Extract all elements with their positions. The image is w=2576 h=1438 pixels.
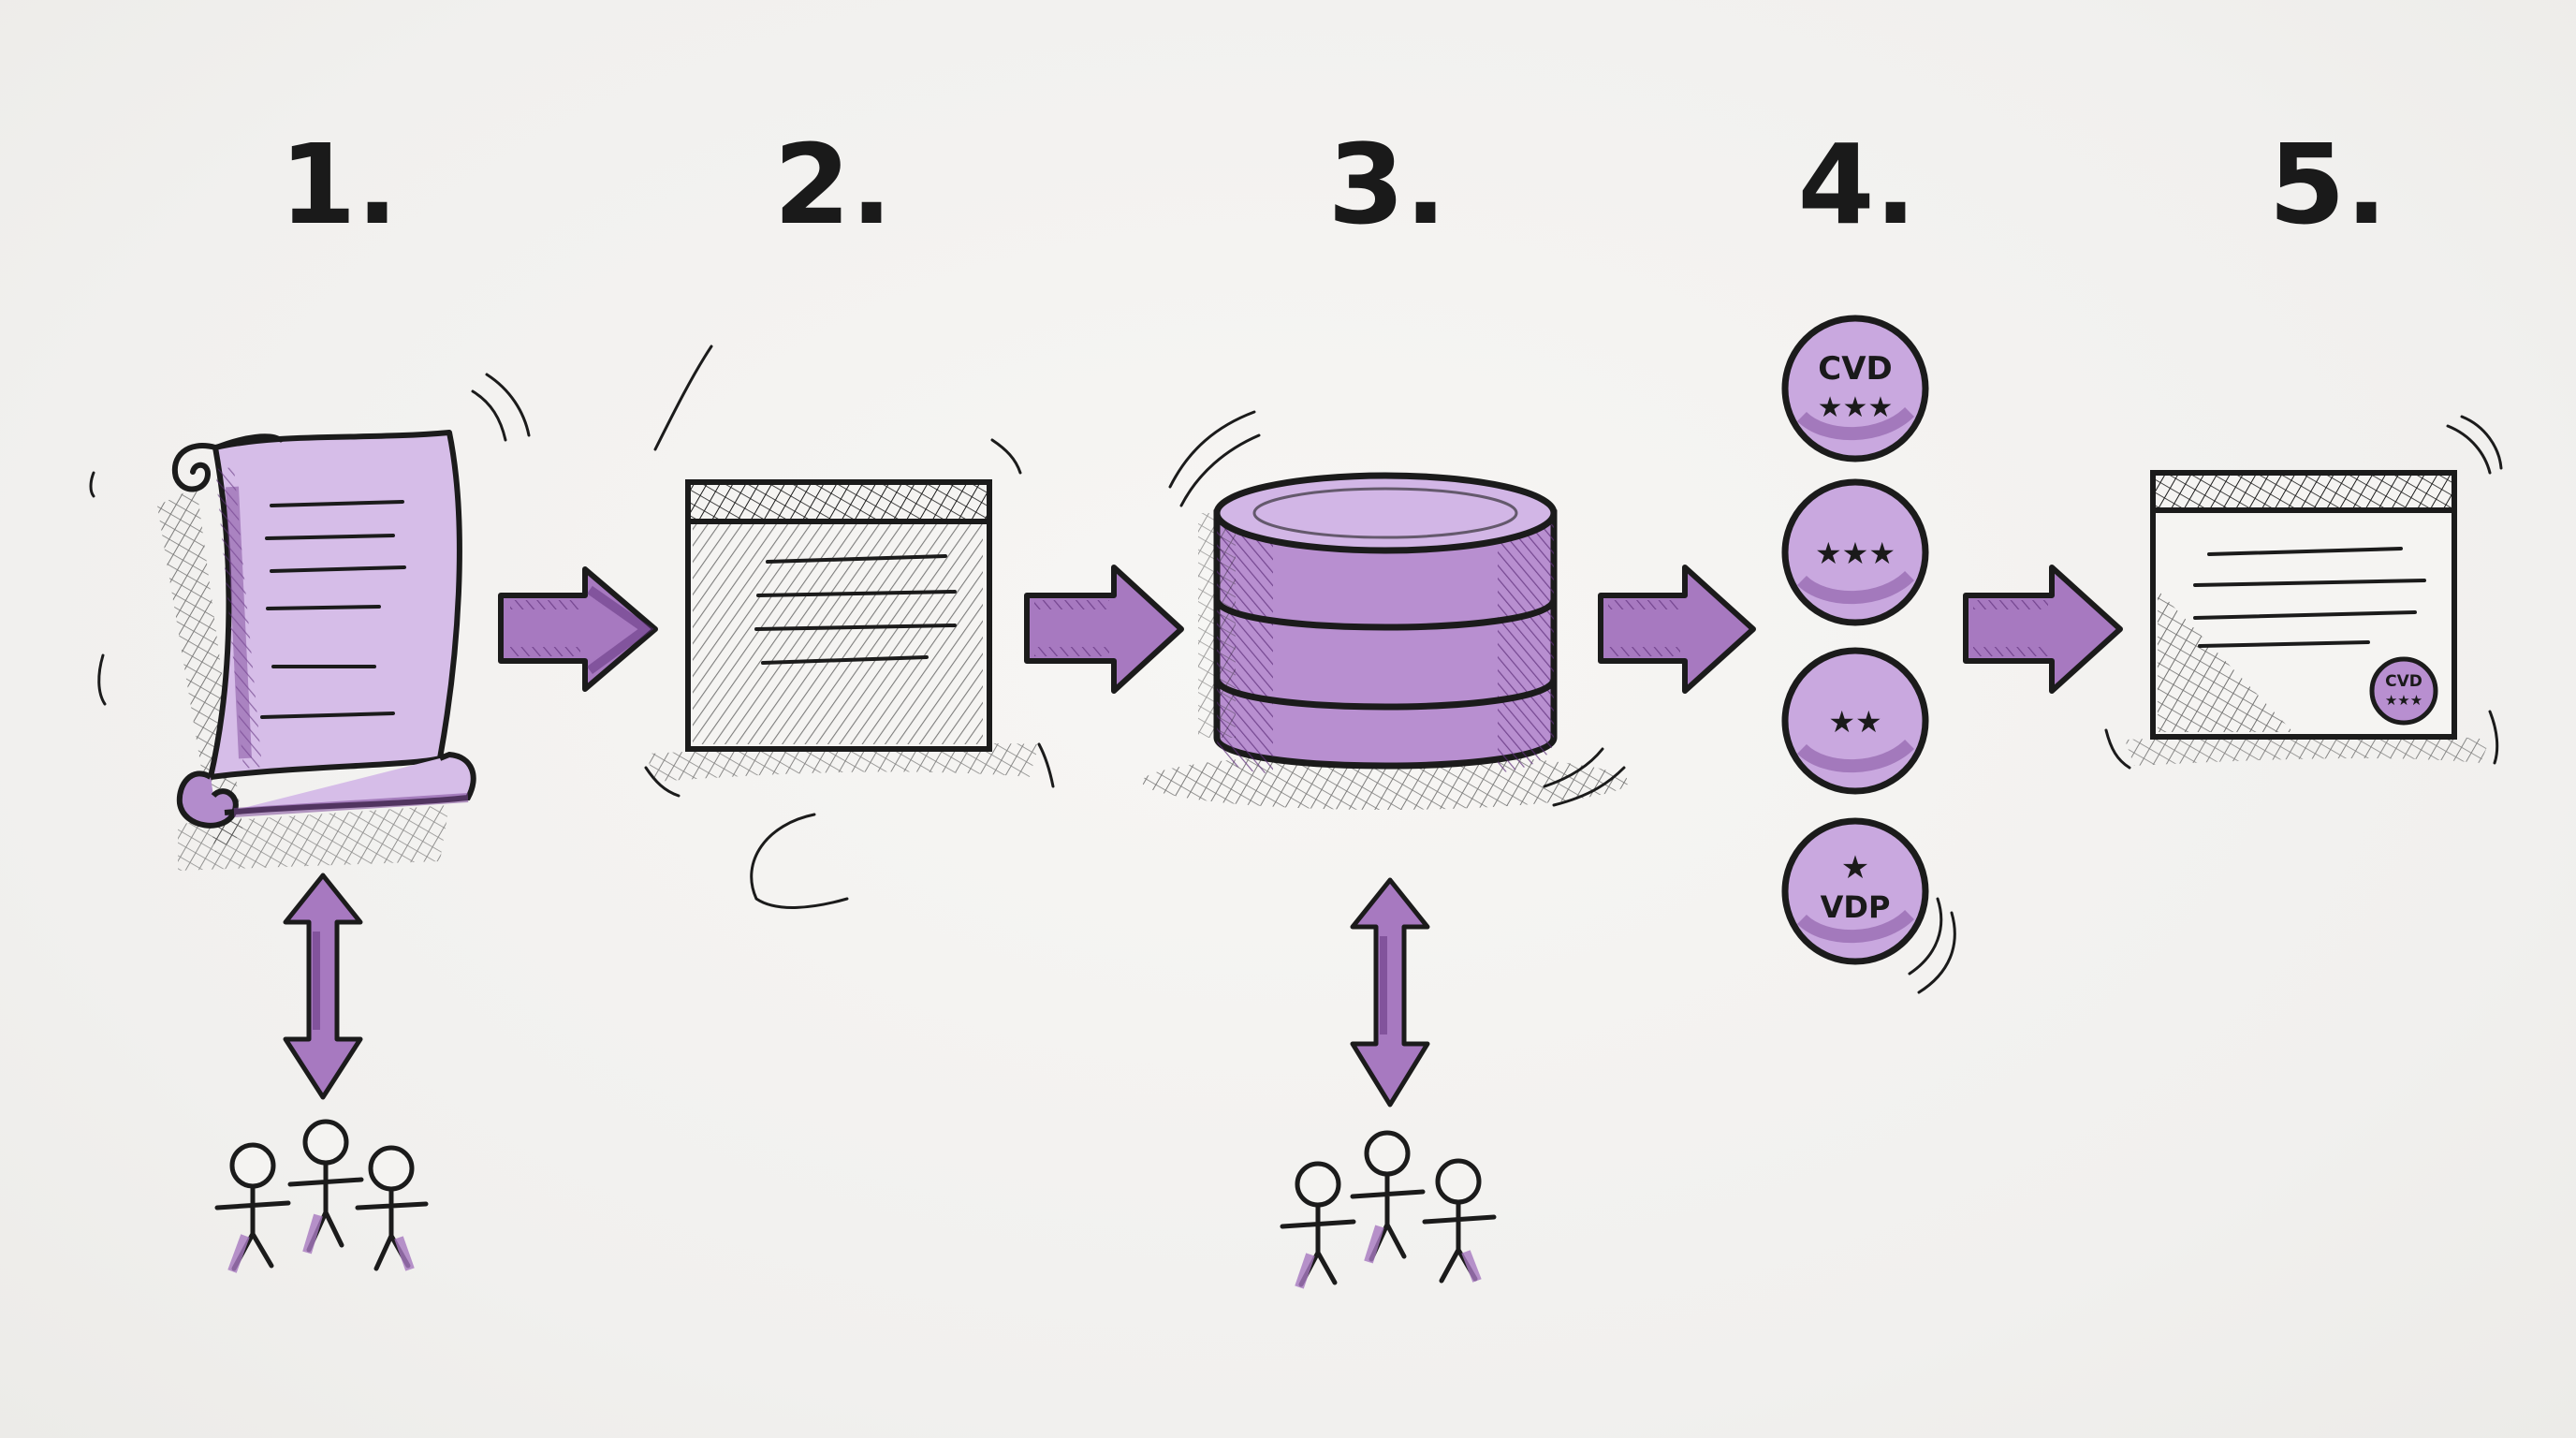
- badge-1-top-text: CVD: [1818, 350, 1893, 388]
- rating-badge: CVD ★★★: [1781, 315, 1929, 462]
- step-number-1: 1.: [280, 120, 399, 249]
- seal-stars: ★★★: [2385, 692, 2422, 709]
- badge-1-stars: ★★★: [1818, 391, 1894, 424]
- flow-arrow-1-to-2: [498, 566, 658, 692]
- badge-4-star: ★: [1841, 849, 1869, 887]
- rating-badge: ★ VDP: [1781, 817, 1929, 965]
- bidirectional-arrow-step-1: [283, 873, 363, 1100]
- step-number-2: 2.: [774, 120, 893, 249]
- step-number-3: 3.: [1328, 120, 1447, 249]
- person-icon: [1350, 1130, 1426, 1264]
- person-icon: [214, 1142, 291, 1273]
- flow-arrow-3-to-4: [1598, 565, 1756, 694]
- badge-3-stars: ★★: [1828, 704, 1881, 740]
- badge-2-stars: ★★★: [1815, 536, 1895, 571]
- flow-arrow-2-to-3: [1024, 565, 1184, 694]
- seal-top-text: CVD: [2385, 672, 2422, 691]
- step-number-4: 4.: [1798, 120, 1917, 249]
- person-icon: [355, 1145, 429, 1271]
- person-icon: [1280, 1161, 1356, 1289]
- rating-badge: ★★: [1781, 647, 1929, 795]
- people-group-step-3: [1280, 1130, 1497, 1289]
- database-cylinder-icon: [1142, 410, 1629, 810]
- flow-arrow-4-to-5: [1963, 565, 2123, 694]
- person-icon: [287, 1119, 364, 1255]
- rating-badges-icon: CVD ★★★ ★★★ ★★ ★ VDP: [1781, 315, 1956, 994]
- badge-4-text: VDP: [1821, 889, 1891, 925]
- approval-seal-icon: CVD ★★★: [2369, 656, 2438, 726]
- step-number-5: 5.: [2269, 120, 2388, 249]
- person-icon: [1422, 1158, 1497, 1284]
- window-with-seal-icon: CVD ★★★: [2104, 415, 2503, 770]
- step-numbers: 1. 2. 3. 4. 5.: [280, 120, 2388, 249]
- scroll-document-icon: [89, 373, 531, 871]
- bidirectional-arrow-step-3: [1350, 877, 1430, 1108]
- window-panel-icon: [644, 345, 1055, 909]
- rating-badge: ★★★: [1781, 478, 1929, 626]
- people-group-step-1: [214, 1119, 429, 1273]
